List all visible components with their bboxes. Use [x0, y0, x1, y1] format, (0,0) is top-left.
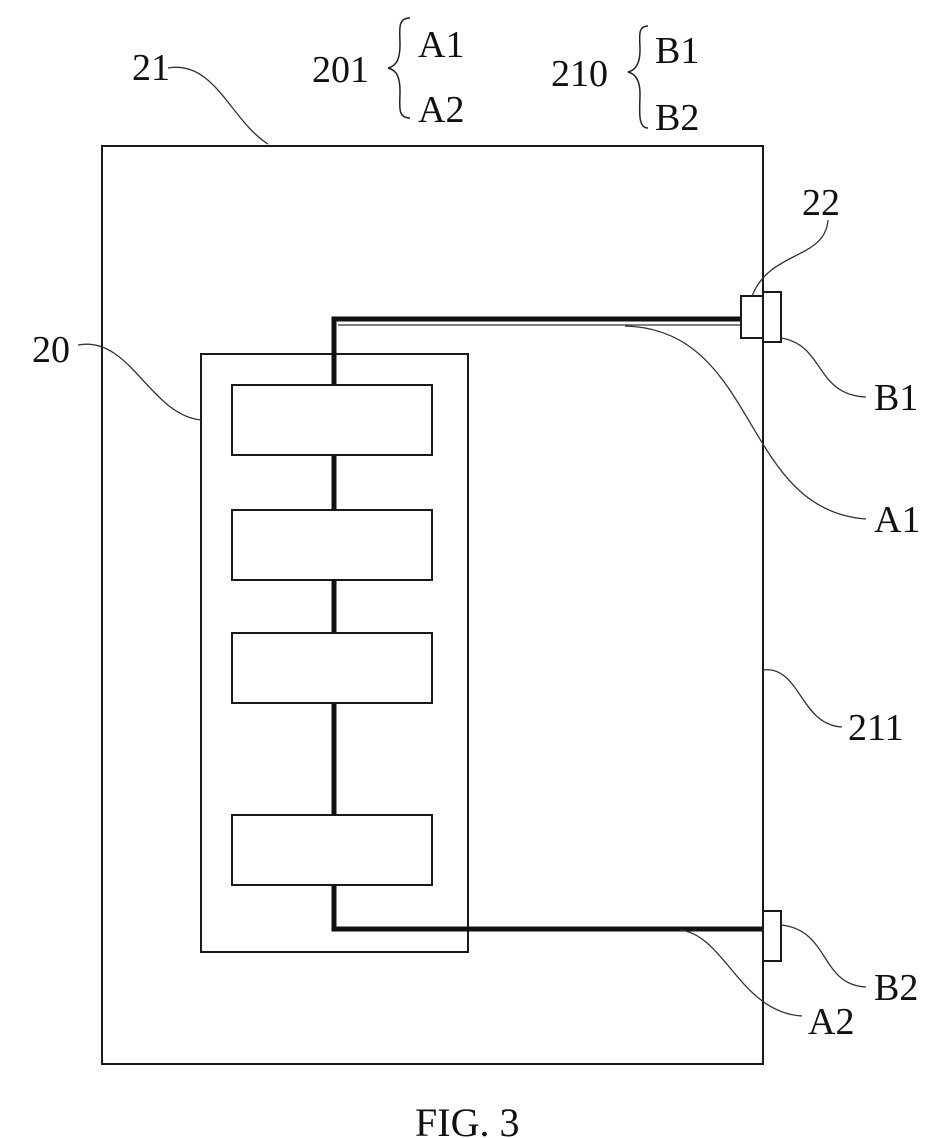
leader-211 [763, 670, 842, 727]
pad-b1 [763, 292, 781, 342]
label-210-b1: B1 [655, 30, 699, 72]
pad-b2 [763, 911, 781, 961]
connector-22 [741, 296, 763, 338]
module-block-4 [232, 815, 432, 885]
label-a1: A1 [874, 499, 920, 541]
module-block-3 [232, 633, 432, 703]
figure-caption: FIG. 3 [415, 1100, 519, 1138]
label-201: 201 [312, 49, 369, 91]
label-a2: A2 [808, 1001, 854, 1043]
leader-21 [168, 67, 268, 144]
module-block-1 [232, 385, 432, 455]
label-210-b2: B2 [655, 97, 699, 139]
label-20: 20 [32, 329, 70, 371]
label-201-a2: A2 [418, 89, 464, 131]
label-b1: B1 [874, 377, 918, 419]
brace-201 [388, 18, 410, 118]
label-22: 22 [802, 182, 840, 224]
label-201-a1: A1 [418, 24, 464, 66]
brace-210 [628, 26, 648, 128]
leader-b2 [781, 925, 866, 987]
label-b2: B2 [874, 967, 918, 1009]
label-21: 21 [132, 47, 170, 89]
label-211: 211 [848, 707, 904, 749]
leader-b1 [781, 338, 866, 397]
module-block-2 [232, 510, 432, 580]
label-210: 210 [551, 53, 608, 95]
